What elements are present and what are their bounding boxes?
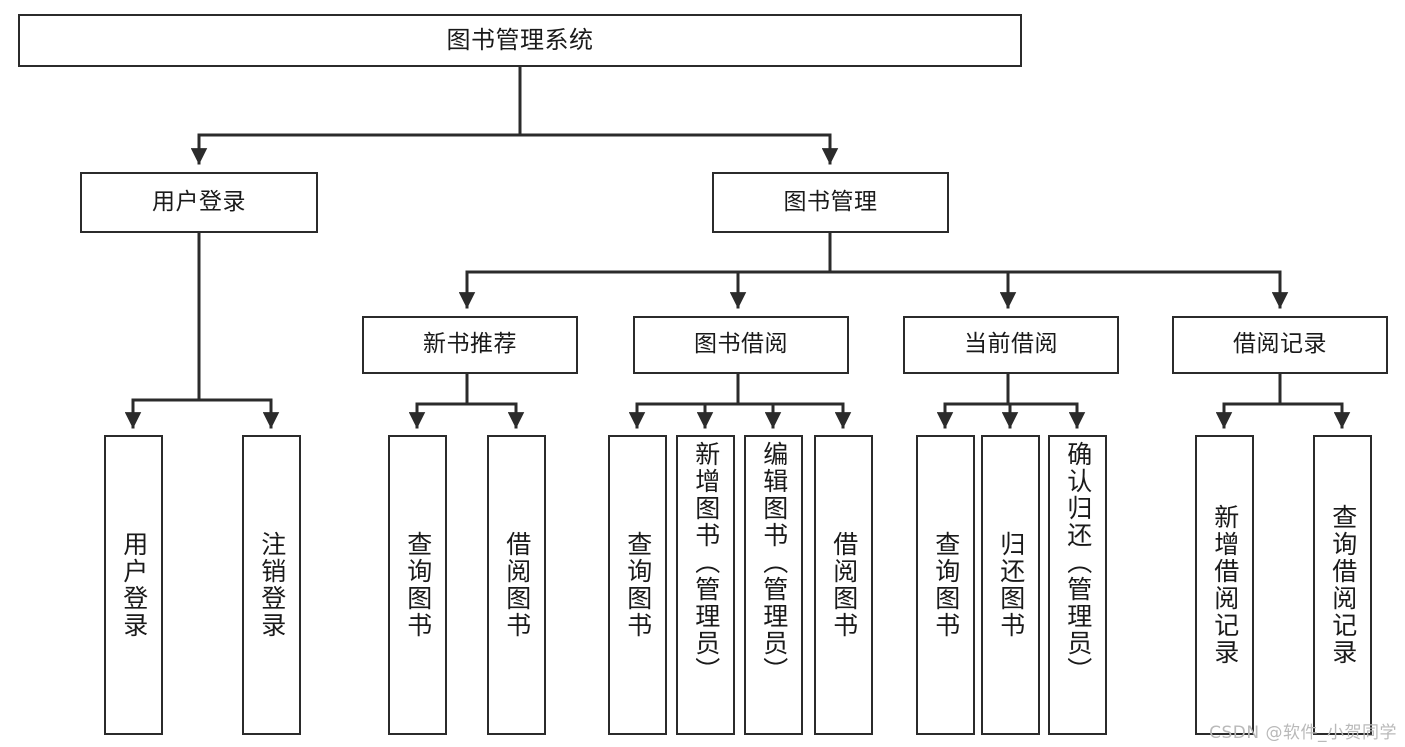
node-label: 借阅记录 [1233, 331, 1327, 358]
node-label: 当前借阅 [964, 331, 1058, 358]
node-label: 借阅图书 [829, 531, 859, 639]
leaf-new-book-query-book[interactable]: 查询图书 [388, 435, 447, 735]
leaf-current-borrow-return-book[interactable]: 归还图书 [981, 435, 1040, 735]
node-book-borrow[interactable]: 图书借阅 [633, 316, 849, 374]
node-label: 图书借阅 [694, 331, 788, 358]
leaf-current-borrow-confirm-return-admin[interactable]: 确认归还（管理员） [1048, 435, 1107, 735]
node-label: 用户登录 [119, 531, 149, 639]
node-label: 注销登录 [257, 531, 287, 639]
node-label: 查询图书 [623, 531, 653, 639]
node-label: 编辑图书（管理员） [759, 441, 789, 684]
node-user-login[interactable]: 用户登录 [80, 172, 318, 233]
leaf-current-borrow-query-book[interactable]: 查询图书 [916, 435, 975, 735]
leaf-book-borrow-edit-book-admin[interactable]: 编辑图书（管理员） [744, 435, 803, 735]
node-label: 查询图书 [403, 531, 433, 639]
leaf-new-book-borrow-book[interactable]: 借阅图书 [487, 435, 546, 735]
node-label: 查询借阅记录 [1328, 504, 1358, 666]
node-label: 新增图书（管理员） [691, 441, 721, 684]
node-current-borrow[interactable]: 当前借阅 [903, 316, 1119, 374]
leaf-borrow-record-add-record[interactable]: 新增借阅记录 [1195, 435, 1254, 735]
watermark-text: CSDN @软件_小贺同学 [1209, 723, 1397, 743]
node-label: 新书推荐 [423, 331, 517, 358]
node-label: 查询图书 [931, 531, 961, 639]
leaf-borrow-record-query-record[interactable]: 查询借阅记录 [1313, 435, 1372, 735]
leaf-book-borrow-borrow-book[interactable]: 借阅图书 [814, 435, 873, 735]
node-root-book-management-system[interactable]: 图书管理系统 [18, 14, 1022, 67]
node-label: 确认归还（管理员） [1063, 441, 1093, 684]
leaf-user-login-login[interactable]: 用户登录 [104, 435, 163, 735]
node-label: 图书管理系统 [446, 26, 594, 55]
node-borrow-record[interactable]: 借阅记录 [1172, 316, 1388, 374]
leaf-user-login-logout[interactable]: 注销登录 [242, 435, 301, 735]
node-label: 借阅图书 [502, 531, 532, 639]
node-label: 新增借阅记录 [1210, 504, 1240, 666]
leaf-book-borrow-add-book-admin[interactable]: 新增图书（管理员） [676, 435, 735, 735]
node-label: 用户登录 [152, 188, 246, 215]
node-label: 归还图书 [996, 531, 1026, 639]
node-new-book-recommend[interactable]: 新书推荐 [362, 316, 578, 374]
node-book-management[interactable]: 图书管理 [712, 172, 949, 233]
node-label: 图书管理 [783, 188, 878, 215]
leaf-book-borrow-query-book[interactable]: 查询图书 [608, 435, 667, 735]
